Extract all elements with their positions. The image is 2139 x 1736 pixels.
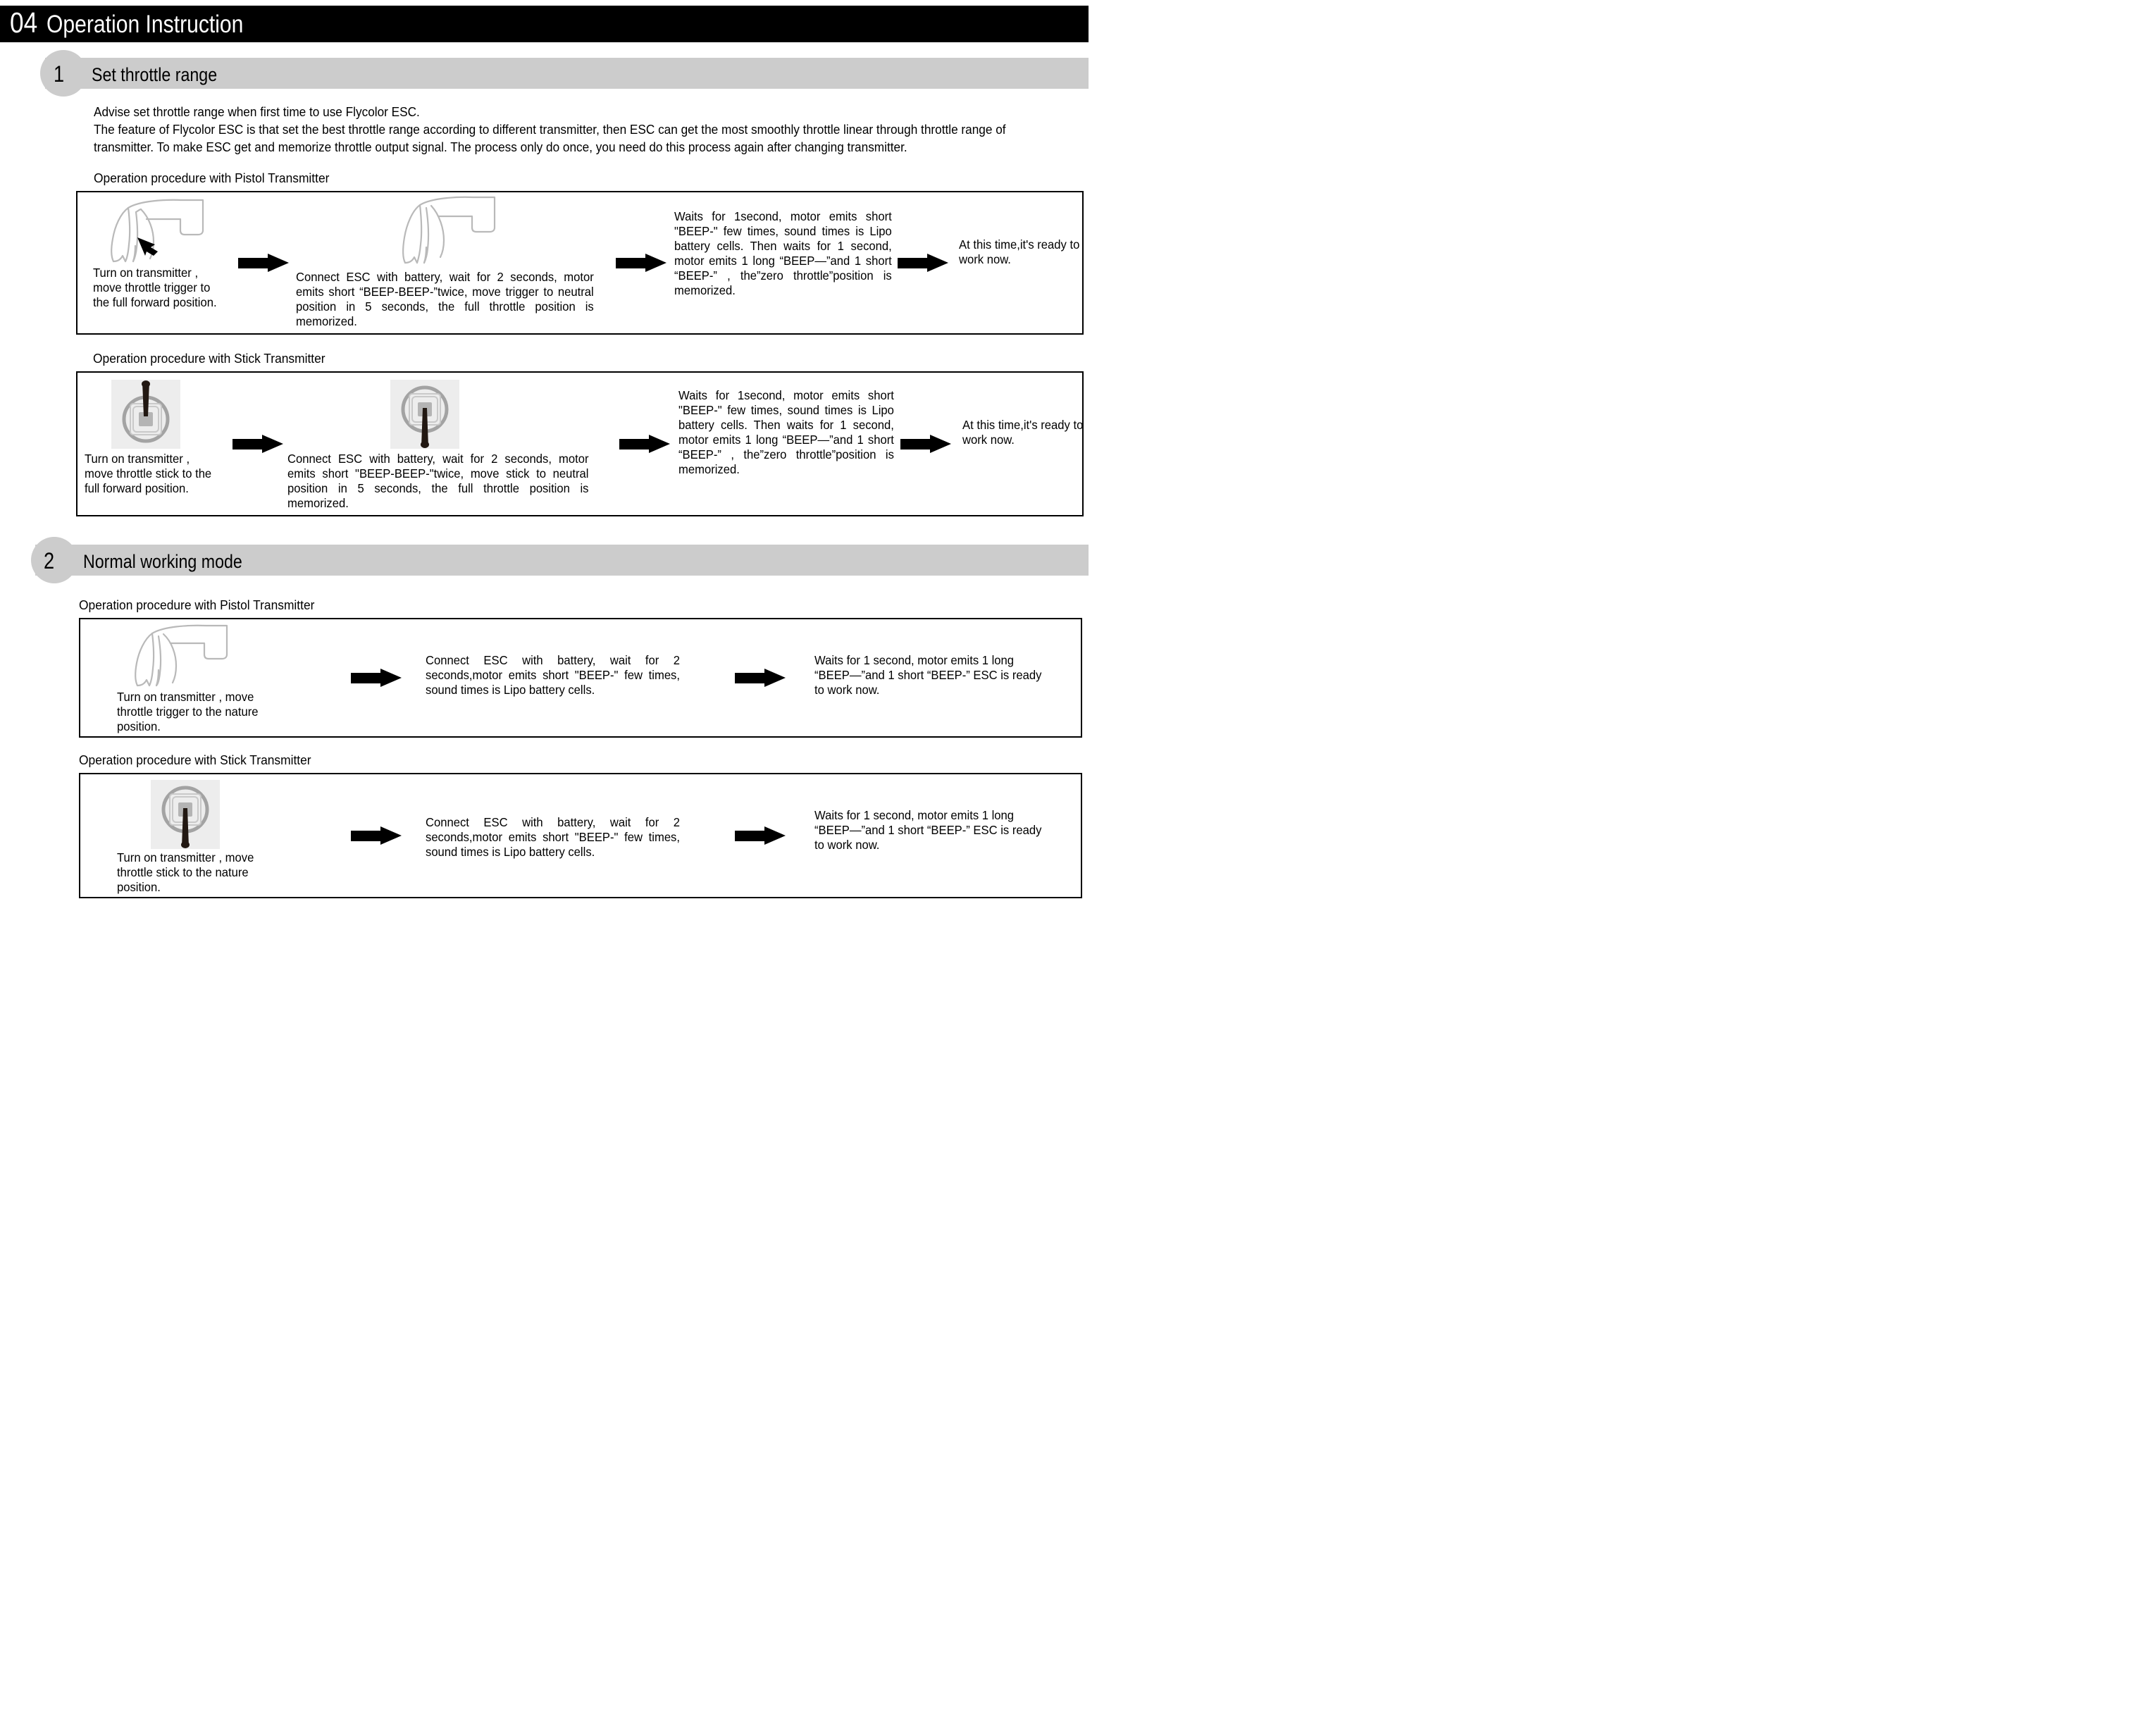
- flow-step-4: At this time,it's ready to work now.: [955, 373, 1083, 515]
- chapter-number: 04: [10, 6, 38, 39]
- flow-arrow-2: [615, 373, 674, 515]
- chapter-header: 04 Operation Instruction: [0, 6, 1089, 42]
- flow-box-stick-setrange: Turn on transmitter , move throttle stic…: [76, 371, 1084, 516]
- flow-arrow-1: [327, 619, 426, 736]
- procedure-label-pistol-1: Operation procedure with Pistol Transmit…: [94, 170, 330, 185]
- stick-transmitter-icon: [151, 780, 220, 849]
- right-arrow-icon: [735, 826, 786, 845]
- flow-step-3: Waits for 1 second, motor emits 1 long “…: [813, 774, 1081, 897]
- flow-step-3: Waits for 1 second, motor emits 1 long “…: [813, 619, 1081, 736]
- flow-step-1: Turn on transmitter , move throttle trig…: [80, 619, 327, 736]
- right-arrow-icon: [351, 826, 402, 845]
- section-number: 2: [44, 548, 55, 574]
- section-number-badge: [31, 537, 78, 583]
- right-arrow-icon: [897, 254, 948, 272]
- section-header-2: 2 Normal working mode: [0, 537, 1089, 583]
- right-arrow-icon: [615, 254, 666, 272]
- section-number-badge: [40, 50, 87, 97]
- right-arrow-icon: [351, 669, 402, 687]
- stick-transmitter-icon: [111, 380, 180, 449]
- flow-step-2-caption: Connect ESC with battery, wait for 2 sec…: [295, 270, 594, 328]
- right-arrow-icon: [735, 669, 786, 687]
- right-arrow-icon: [619, 435, 671, 453]
- flow-step-2-caption: Connect ESC with battery, wait for 2 sec…: [426, 653, 680, 697]
- pistol-transmitter-icon: [97, 198, 224, 263]
- flow-step-2-caption: Connect ESC with battery, wait for 2 sec…: [426, 815, 680, 859]
- flow-arrow-1: [229, 373, 288, 515]
- flow-step-1: Turn on transmitter , move throttle stic…: [78, 373, 229, 515]
- flow-step-1-caption: Turn on transmitter , move throttle trig…: [117, 690, 259, 733]
- flow-step-1-caption: Turn on transmitter , move throttle stic…: [85, 452, 212, 495]
- flow-box-pistol-setrange: Turn on transmitter , move throttle trig…: [76, 191, 1084, 335]
- flow-step-1-caption: Turn on transmitter , move throttle stic…: [117, 850, 254, 894]
- procedure-label-stick-2: Operation procedure with Stick Transmitt…: [79, 752, 311, 767]
- flow-box-pistol-normal: Turn on transmitter , move throttle trig…: [79, 618, 1082, 738]
- section-header-1: 1 Set throttle range: [0, 50, 1089, 97]
- flow-arrow-2: [612, 192, 670, 333]
- pistol-transmitter-icon: [121, 624, 248, 690]
- stick-transmitter-icon: [390, 380, 460, 449]
- flow-step-4: At this time,it's ready to work now.: [952, 192, 1082, 333]
- section-1-intro: Advise set throttle range when first tim…: [94, 103, 1011, 156]
- intro-line-1: Advise set throttle range when first tim…: [94, 104, 420, 119]
- flow-step-2: Connect ESC with battery, wait for 2 sec…: [287, 373, 615, 515]
- flow-step-4-caption: At this time,it's ready to work now.: [959, 237, 1080, 266]
- flow-step-3-caption: Waits for 1second, motor emits short "BE…: [674, 209, 893, 297]
- flow-step-3-caption: Waits for 1 second, motor emits 1 long “…: [814, 808, 1042, 852]
- section-bar: [35, 545, 1089, 576]
- section-title: Normal working mode: [83, 551, 242, 572]
- pistol-transmitter-icon: [389, 195, 516, 266]
- flow-step-2-caption: Connect ESC with battery, wait for 2 sec…: [287, 452, 589, 510]
- right-arrow-icon: [238, 254, 290, 272]
- flow-step-1-caption: Turn on transmitter , move throttle trig…: [93, 266, 217, 309]
- flow-step-2: Connect ESC with battery, wait for 2 sec…: [426, 619, 707, 736]
- flow-step-2: Connect ESC with battery, wait for 2 sec…: [293, 192, 612, 333]
- flow-step-3: Waits for 1second, motor emits short "BE…: [670, 192, 893, 333]
- chapter-title: Operation Instruction: [46, 11, 244, 38]
- procedure-label-stick-1: Operation procedure with Stick Transmitt…: [93, 351, 326, 366]
- flow-step-4-caption: At this time,it's ready to work now.: [962, 418, 1083, 447]
- flow-step-3-caption: Waits for 1second, motor emits short "BE…: [678, 388, 894, 476]
- section-bar: [45, 58, 1089, 89]
- procedure-label-pistol-2: Operation procedure with Pistol Transmit…: [79, 597, 315, 612]
- flow-box-stick-normal: Turn on transmitter , move throttle stic…: [79, 773, 1082, 898]
- flow-arrow-2: [707, 619, 813, 736]
- flow-arrow-3: [893, 192, 952, 333]
- flow-step-1: Turn on transmitter , move throttle trig…: [78, 192, 235, 333]
- flow-arrow-1: [327, 774, 426, 897]
- flow-step-2: Connect ESC with battery, wait for 2 sec…: [426, 774, 707, 897]
- intro-line-2: The feature of Flycolor ESC is that set …: [94, 122, 1006, 154]
- flow-step-3: Waits for 1second, motor emits short "BE…: [674, 373, 896, 515]
- flow-step-1: Turn on transmitter , move throttle stic…: [80, 774, 327, 897]
- flow-arrow-1: [235, 192, 293, 333]
- flow-arrow-3: [896, 373, 955, 515]
- section-number: 1: [54, 61, 65, 87]
- section-title: Set throttle range: [92, 64, 218, 85]
- right-arrow-icon: [232, 435, 284, 453]
- flow-arrow-2: [707, 774, 813, 897]
- manual-page: 04 Operation Instruction 1 Set throttle …: [0, 0, 1089, 898]
- flow-step-3-caption: Waits for 1 second, motor emits 1 long “…: [814, 653, 1042, 697]
- right-arrow-icon: [900, 435, 951, 453]
